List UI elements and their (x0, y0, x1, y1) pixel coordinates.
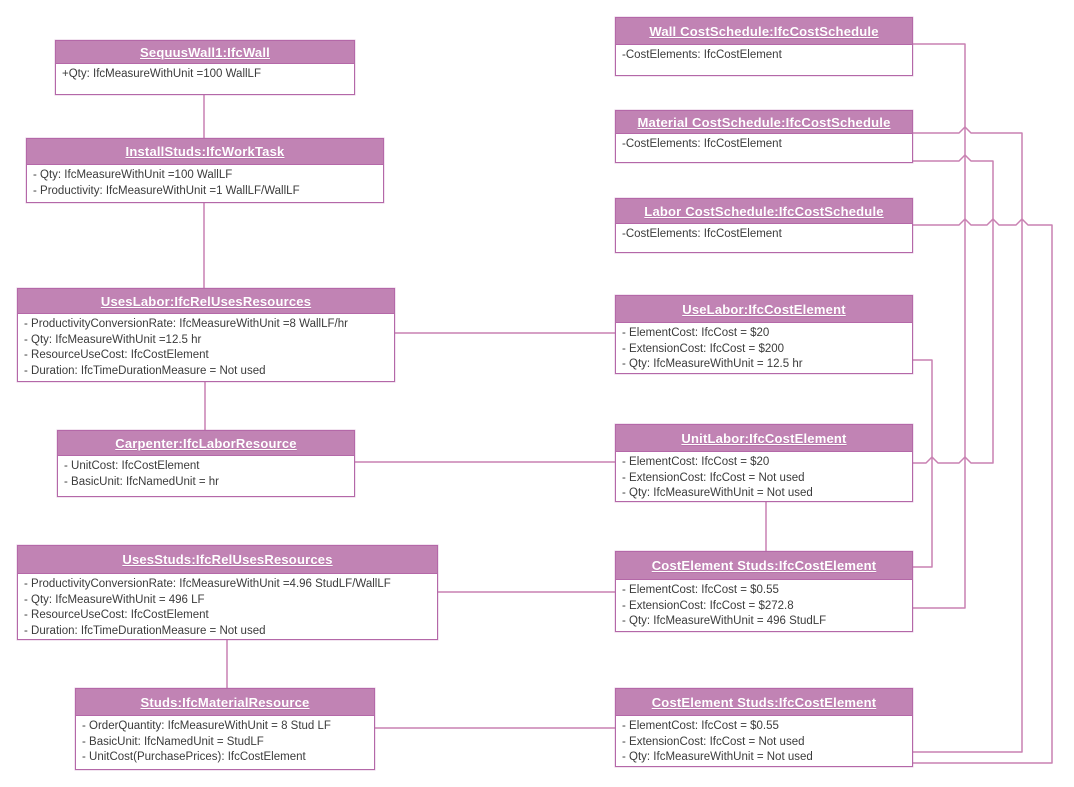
attribute-row: - OrderQuantity: IfcMeasureWithUnit = 8 … (82, 720, 331, 732)
attribute-row: - ElementCost: IfcCost = $20 (622, 327, 770, 339)
attribute-row: - UnitCost(PurchasePrices): IfcCostEleme… (82, 751, 306, 763)
object-title: Labor CostSchedule:IfcCostSchedule (616, 199, 912, 224)
object-attributes: -CostElements: IfcCostElement (616, 224, 912, 245)
attribute-row: - Qty: IfcMeasureWithUnit = 496 StudLF (622, 615, 827, 627)
object-title: Material CostSchedule:IfcCostSchedule (616, 111, 912, 134)
uml-object-usesstuds[interactable]: UsesStuds:IfcRelUsesResources - Producti… (17, 545, 438, 640)
attribute-row: - Qty: IfcMeasureWithUnit =12.5 hr (24, 333, 202, 346)
object-title: UnitLabor:IfcCostElement (616, 425, 912, 452)
attribute-row: - Qty: IfcMeasureWithUnit = 496 LF (24, 593, 205, 606)
object-attributes: - OrderQuantity: IfcMeasureWithUnit = 8 … (76, 716, 374, 768)
object-title: UsesLabor:IfcRelUsesResources (18, 289, 394, 314)
object-title: Studs:IfcMaterialResource (76, 689, 374, 716)
object-title: Wall CostSchedule:IfcCostSchedule (616, 18, 912, 45)
connector (913, 43, 966, 609)
attribute-row: - BasicUnit: IfcNamedUnit = hr (64, 475, 219, 488)
object-attributes: - ProductivityConversionRate: IfcMeasure… (18, 314, 394, 381)
object-attributes: - ElementCost: IfcCost = $0.55 - Extensi… (616, 580, 912, 632)
object-title: SequusWall1:IfcWall (56, 41, 354, 64)
object-title: CostElement Studs:IfcCostElement (616, 552, 912, 580)
connector (913, 154, 994, 464)
attribute-row: -CostElements: IfcCostElement (622, 138, 782, 150)
attribute-row: - ElementCost: IfcCost = $0.55 (622, 720, 779, 732)
attribute-row: - ExtensionCost: IfcCost = $200 (622, 342, 785, 355)
attribute-row: - ExtensionCost: IfcCost = $272.8 (622, 599, 794, 612)
object-title: CostElement Studs:IfcCostElement (616, 689, 912, 716)
attribute-row: - UnitCost: IfcCostElement (64, 460, 200, 472)
attribute-row: - ExtensionCost: IfcCost = Not used (622, 735, 805, 748)
object-attributes: -CostElements: IfcCostElement (616, 45, 912, 66)
attribute-row: +Qty: IfcMeasureWithUnit =100 WallLF (62, 68, 261, 80)
attribute-row: - ElementCost: IfcCost = $20 (622, 456, 770, 468)
uml-object-installstuds[interactable]: InstallStuds:IfcWorkTask - Qty: IfcMeasu… (26, 138, 384, 203)
attribute-row: - ExtensionCost: IfcCost = Not used (622, 471, 805, 484)
attribute-row: - Qty: IfcMeasureWithUnit = Not used (622, 487, 813, 499)
uml-object-wall-costschedule[interactable]: Wall CostSchedule:IfcCostSchedule -CostE… (615, 17, 913, 76)
attribute-row: - ElementCost: IfcCost = $0.55 (622, 584, 779, 596)
attribute-row: - ProductivityConversionRate: IfcMeasure… (24, 578, 391, 590)
attribute-row: -CostElements: IfcCostElement (622, 49, 782, 61)
connector (913, 359, 933, 568)
uml-object-unitlabor[interactable]: UnitLabor:IfcCostElement - ElementCost: … (615, 424, 913, 502)
object-title: InstallStuds:IfcWorkTask (27, 139, 383, 165)
object-attributes: - ProductivityConversionRate: IfcMeasure… (18, 574, 437, 641)
connector (913, 126, 1023, 753)
object-attributes: - Qty: IfcMeasureWithUnit =100 WallLF - … (27, 165, 383, 201)
uml-object-studs[interactable]: Studs:IfcMaterialResource - OrderQuantit… (75, 688, 375, 770)
object-attributes: - ElementCost: IfcCost = $20 - Extension… (616, 452, 912, 504)
uml-object-material-costschedule[interactable]: Material CostSchedule:IfcCostSchedule -C… (615, 110, 913, 163)
uml-object-useslabor[interactable]: UsesLabor:IfcRelUsesResources - Producti… (17, 288, 395, 382)
uml-object-costelement-studs-unit[interactable]: CostElement Studs:IfcCostElement - Eleme… (615, 688, 913, 767)
attribute-row: - Qty: IfcMeasureWithUnit = Not used (622, 751, 813, 763)
attribute-row: - ProductivityConversionRate: IfcMeasure… (24, 318, 348, 330)
attribute-row: - Duration: IfcTimeDurationMeasure = Not… (24, 624, 266, 637)
uml-object-sequuswall1[interactable]: SequusWall1:IfcWall +Qty: IfcMeasureWith… (55, 40, 355, 95)
attribute-row: - ResourceUseCost: IfcCostElement (24, 349, 209, 361)
uml-object-uselabor[interactable]: UseLabor:IfcCostElement - ElementCost: I… (615, 295, 913, 374)
attribute-row: -CostElements: IfcCostElement (622, 228, 782, 240)
object-title: UseLabor:IfcCostElement (616, 296, 912, 323)
object-attributes: - ElementCost: IfcCost = $20 - Extension… (616, 323, 912, 375)
attribute-row: - Productivity: IfcMeasureWithUnit =1 Wa… (33, 184, 300, 197)
object-attributes: - ElementCost: IfcCost = $0.55 - Extensi… (616, 716, 912, 768)
object-attributes: +Qty: IfcMeasureWithUnit =100 WallLF (56, 64, 354, 85)
connector (913, 218, 1053, 764)
attribute-row: - BasicUnit: IfcNamedUnit = StudLF (82, 735, 264, 748)
object-attributes: - UnitCost: IfcCostElement - BasicUnit: … (58, 456, 354, 492)
object-title: Carpenter:IfcLaborResource (58, 431, 354, 456)
uml-object-carpenter[interactable]: Carpenter:IfcLaborResource - UnitCost: I… (57, 430, 355, 497)
uml-object-costelement-studs-extended[interactable]: CostElement Studs:IfcCostElement - Eleme… (615, 551, 913, 632)
attribute-row: - Qty: IfcMeasureWithUnit =100 WallLF (33, 169, 233, 181)
attribute-row: - ResourceUseCost: IfcCostElement (24, 609, 209, 621)
attribute-row: - Qty: IfcMeasureWithUnit = 12.5 hr (622, 358, 803, 370)
attribute-row: - Duration: IfcTimeDurationMeasure = Not… (24, 364, 266, 377)
object-attributes: -CostElements: IfcCostElement (616, 134, 912, 155)
uml-object-labor-costschedule[interactable]: Labor CostSchedule:IfcCostSchedule -Cost… (615, 198, 913, 253)
object-title: UsesStuds:IfcRelUsesResources (18, 546, 437, 574)
